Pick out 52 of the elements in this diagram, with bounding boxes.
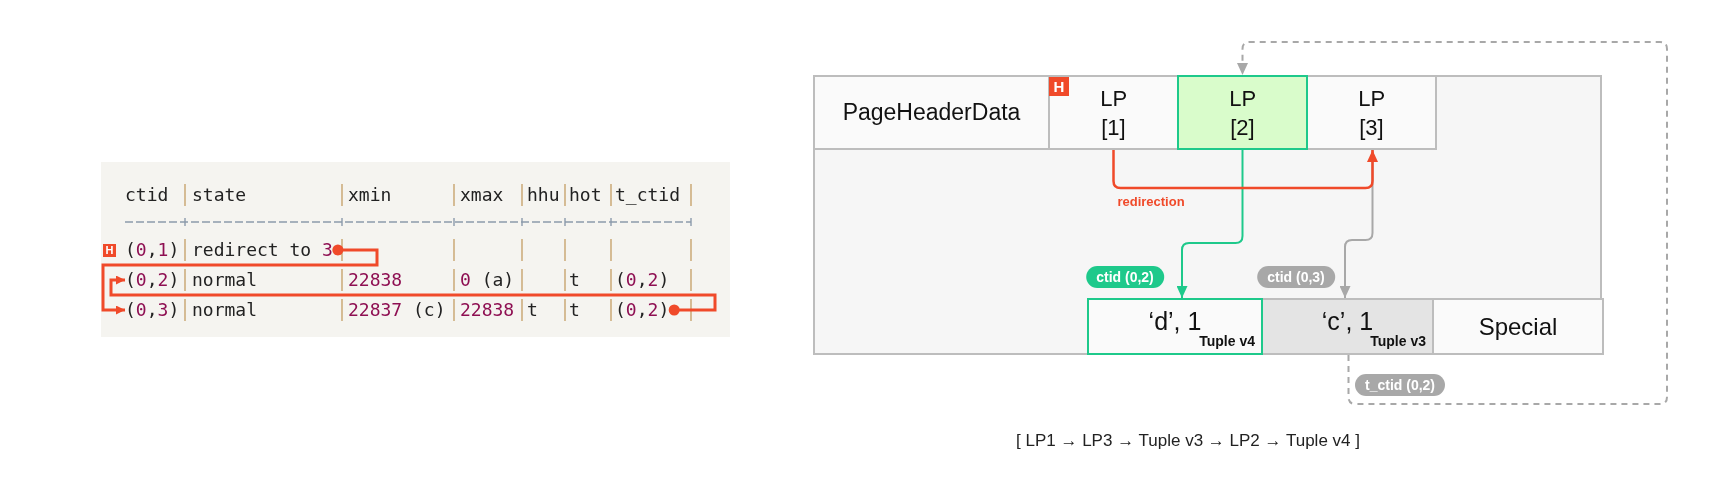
line-pointer-label: LP [3] xyxy=(1358,84,1385,142)
tuple-value: ‘c’, 1 xyxy=(1321,308,1374,333)
line-pointer-box xyxy=(1308,75,1437,150)
state-value: normal xyxy=(192,270,258,290)
heap-page-box xyxy=(813,75,1602,355)
special-space-label: Special xyxy=(1478,312,1558,341)
edge-label: redirection xyxy=(1117,194,1185,210)
head-badge: H xyxy=(103,244,116,257)
xmax-value: 0 (a) xyxy=(460,270,515,290)
arrow xyxy=(1176,149,1244,299)
page-header-box xyxy=(813,75,1050,150)
line-pointer-label: LP [2] xyxy=(1229,84,1256,142)
column-header: state xyxy=(192,185,247,205)
hot-value: t xyxy=(569,270,580,290)
ctid-value: (0,3) xyxy=(125,300,180,320)
special-space-box xyxy=(1432,298,1604,355)
tuple-value: ‘d’, 1 xyxy=(1148,308,1202,333)
hot-value: t xyxy=(569,300,580,320)
column-header: ctid xyxy=(125,185,169,205)
ctid-value: (0,1) xyxy=(125,240,180,260)
column-header: xmax xyxy=(460,185,504,205)
tuple-version-label: Tuple v3 xyxy=(1370,333,1426,349)
arrow xyxy=(1112,150,1378,190)
column-header: t_ctid xyxy=(615,185,681,205)
tuple-version-label: Tuple v4 xyxy=(1199,333,1255,349)
state-value: normal xyxy=(192,300,258,320)
xmin-value: 22837 (c) xyxy=(348,300,446,320)
xmin-value: 22838 xyxy=(348,270,403,290)
edge-label: t_ctid (0,2) xyxy=(1355,374,1445,396)
dashed-arrow xyxy=(1237,41,1668,405)
caption: [ LP1 → LP3 → Tuple v3 → LP2 → Tuple v4 ] xyxy=(1016,431,1360,451)
tuple-box xyxy=(1263,298,1434,355)
head-badge: H xyxy=(1049,77,1069,96)
line-pointer-label: LP [1] xyxy=(1100,84,1127,142)
arrow xyxy=(109,275,717,316)
edge-label: ctid (0,2) xyxy=(1086,266,1164,288)
hhu-value: t xyxy=(527,300,538,320)
page-header-label: PageHeaderData xyxy=(842,98,1021,127)
tuple-box xyxy=(1087,298,1263,355)
ctid-value: (0,2) xyxy=(125,270,180,290)
arrow xyxy=(101,244,379,315)
edge-label: ctid (0,3) xyxy=(1257,266,1335,288)
line-pointer-box xyxy=(1048,75,1179,150)
xmax-value: 22838 xyxy=(460,300,515,320)
column-header: xmin xyxy=(348,185,392,205)
column-header: hhu xyxy=(527,185,560,205)
line-pointer-box xyxy=(1177,75,1308,150)
t-ctid-value: (0,2) xyxy=(615,270,670,290)
t-ctid-value: (0,2) xyxy=(615,300,670,320)
table-panel xyxy=(101,162,730,337)
column-header: hot xyxy=(569,185,602,205)
state-value: redirect to 3 xyxy=(192,240,333,260)
